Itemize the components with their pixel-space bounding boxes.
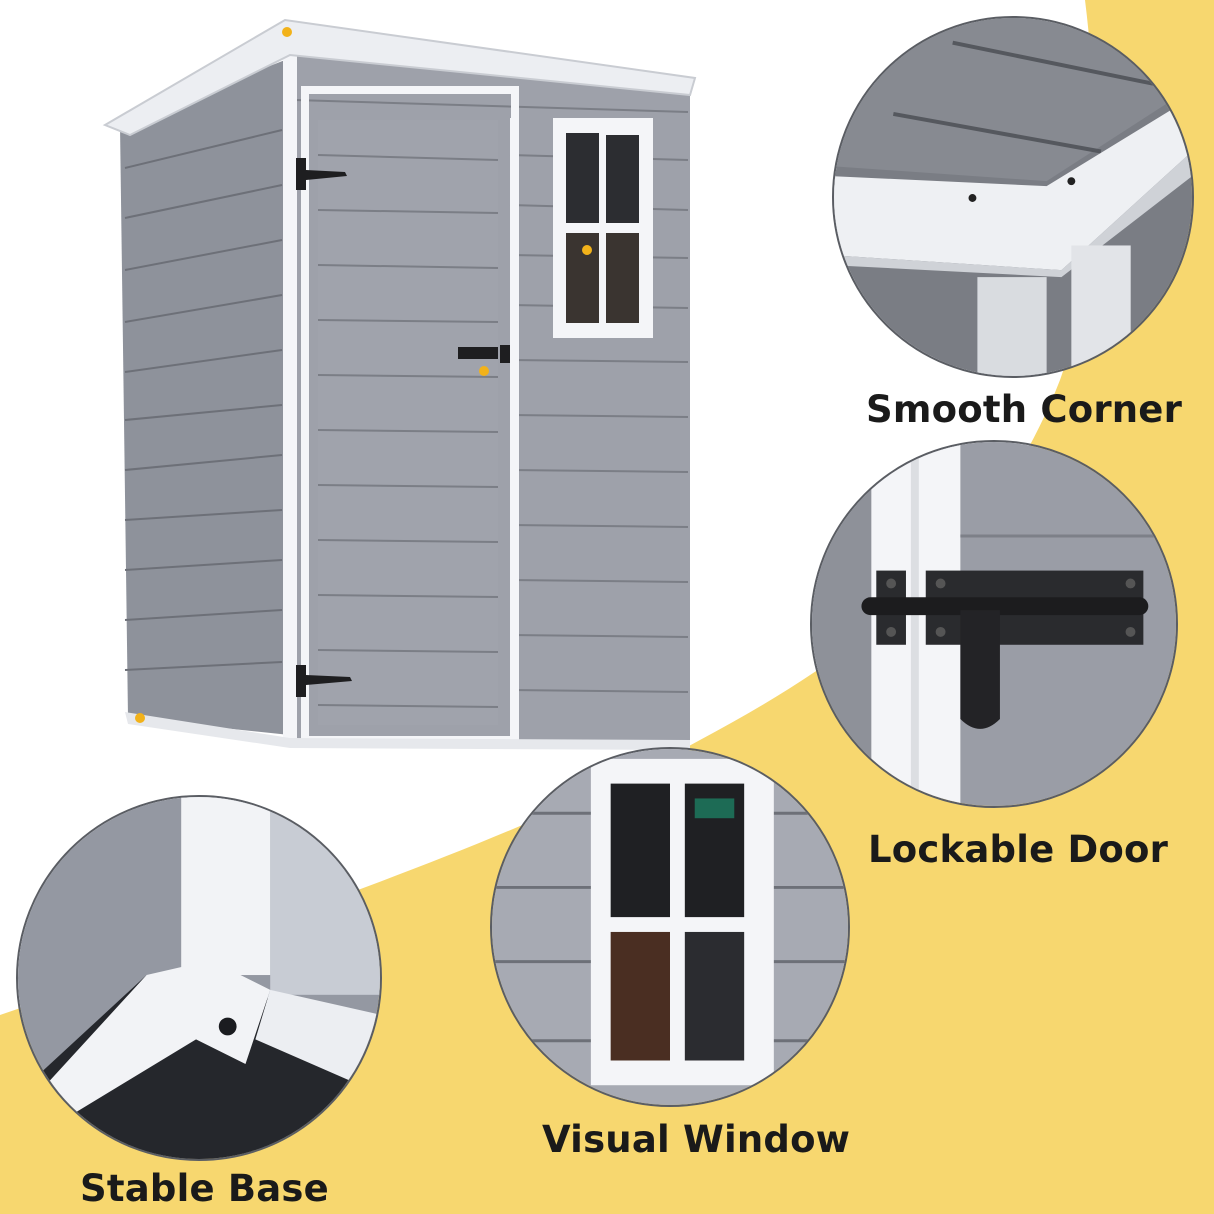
barrel-bolt-latch-icon [812, 442, 1176, 806]
hotspot-base-corner [135, 713, 145, 723]
base-corner-closeup-icon [18, 797, 380, 1159]
feature-label-visual-window: Visual Window [542, 1118, 851, 1161]
hotspot-roof-corner [282, 27, 292, 37]
feature-label-smooth-corner: Smooth Corner [866, 388, 1183, 431]
roof-corner-closeup-icon [834, 18, 1192, 376]
lockable-door-closeup [810, 440, 1178, 808]
feature-label-stable-base: Stable Base [80, 1167, 329, 1210]
feature-label-lockable-door: Lockable Door [868, 828, 1169, 871]
visual-window-closeup [490, 747, 850, 1107]
hotspot-window [582, 245, 592, 255]
hotspot-door-latch [479, 366, 489, 376]
smooth-corner-closeup [832, 16, 1194, 378]
stable-base-closeup [16, 795, 382, 1161]
window-closeup-icon [492, 749, 848, 1105]
